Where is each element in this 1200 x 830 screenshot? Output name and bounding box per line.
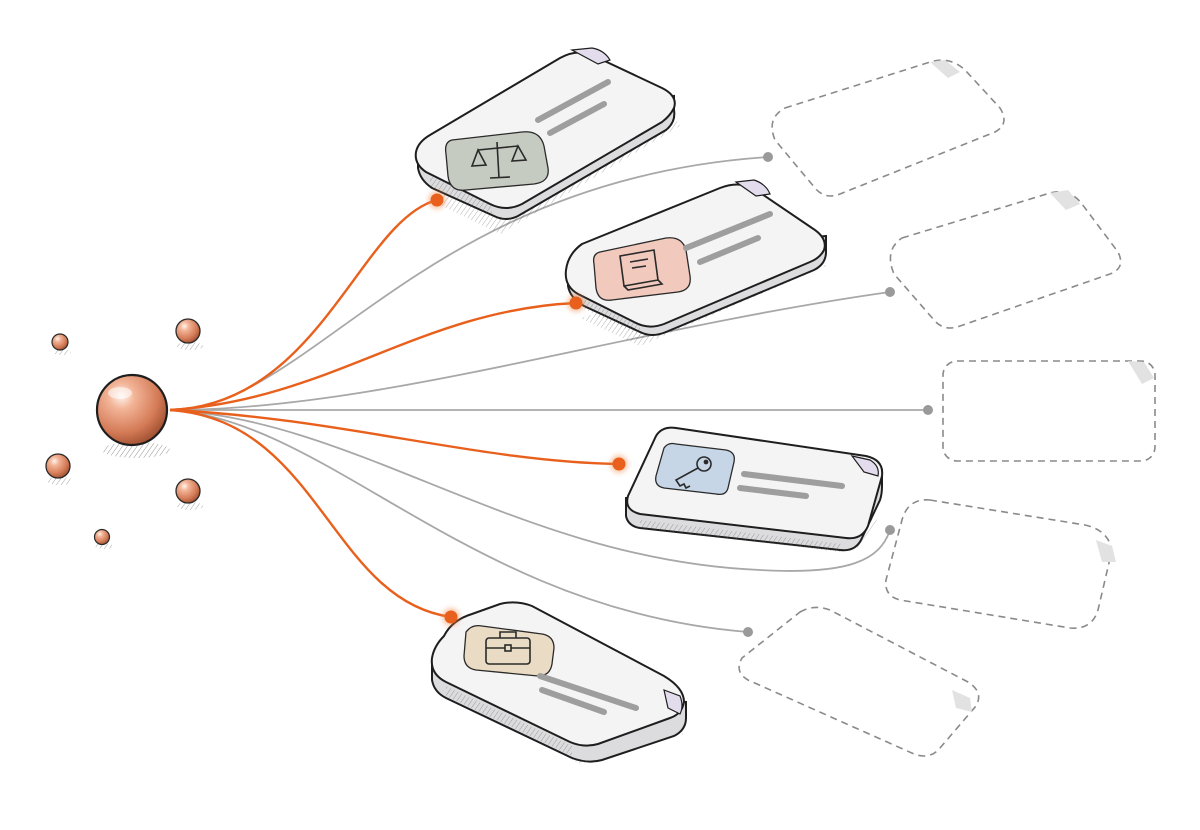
orb-node-icon[interactable] bbox=[95, 373, 170, 458]
corner-fold bbox=[1096, 540, 1116, 562]
corner-fold bbox=[569, 47, 611, 65]
briefcase-icon bbox=[485, 631, 531, 665]
corner-fold bbox=[1128, 361, 1154, 384]
endpoint-dot bbox=[885, 525, 895, 535]
card-icon-tile bbox=[444, 131, 549, 191]
connection-line-scales bbox=[169, 198, 438, 412]
book-icon bbox=[619, 249, 664, 291]
satellite-orbs bbox=[45, 318, 203, 549]
endpoint-dot bbox=[923, 405, 933, 415]
card-text-line bbox=[539, 687, 607, 715]
inactive-endpoints bbox=[743, 152, 933, 637]
card-key[interactable] bbox=[625, 426, 884, 552]
endpoint-dot bbox=[763, 152, 773, 162]
card-text-line bbox=[683, 211, 773, 251]
small-orb-icon bbox=[175, 318, 203, 350]
card-book[interactable] bbox=[564, 179, 827, 346]
card-briefcase[interactable] bbox=[430, 601, 687, 764]
connection-line-book bbox=[169, 301, 577, 412]
connection-line-briefcase bbox=[169, 408, 452, 619]
card-text-line bbox=[737, 485, 809, 499]
card-scales[interactable] bbox=[414, 47, 680, 234]
corner-fold bbox=[850, 455, 879, 477]
placeholder-card[interactable] bbox=[942, 360, 1156, 462]
small-orb-icon bbox=[45, 453, 73, 485]
card-text-line bbox=[547, 101, 607, 136]
corner-fold bbox=[663, 689, 683, 715]
connection-line-placeholder-4 bbox=[169, 409, 891, 572]
connection-line-placeholder-5 bbox=[169, 409, 749, 633]
active-endpoint-dot[interactable] bbox=[610, 455, 628, 473]
active-endpoints bbox=[428, 191, 628, 626]
endpoint-dot bbox=[743, 627, 753, 637]
inactive-connections bbox=[169, 156, 928, 633]
placeholder-card[interactable] bbox=[884, 499, 1116, 629]
placeholder-card[interactable] bbox=[771, 59, 1005, 197]
corner-fold bbox=[952, 690, 972, 712]
card-text-line bbox=[535, 79, 611, 123]
card-text-line bbox=[741, 471, 845, 489]
scales-icon bbox=[470, 141, 528, 179]
corner-fold bbox=[930, 60, 960, 78]
active-endpoint-dot[interactable] bbox=[442, 608, 460, 626]
card-text-line bbox=[537, 673, 639, 711]
corner-fold bbox=[1050, 190, 1080, 210]
active-endpoint-dot[interactable] bbox=[567, 294, 585, 312]
active-endpoint-dot[interactable] bbox=[428, 191, 446, 209]
small-orb-icon bbox=[51, 333, 71, 355]
key-icon bbox=[674, 456, 712, 490]
small-orb-icon bbox=[175, 478, 203, 510]
corner-fold bbox=[734, 179, 771, 197]
placeholder-cards bbox=[738, 59, 1156, 757]
card-icon-tile bbox=[592, 237, 691, 301]
connection-line-key bbox=[169, 408, 620, 466]
placeholder-card[interactable] bbox=[889, 190, 1122, 329]
placeholder-card[interactable] bbox=[738, 606, 980, 757]
connection-line-placeholder-2 bbox=[169, 291, 891, 411]
small-orb-icon bbox=[93, 528, 113, 549]
card-text-line bbox=[697, 235, 761, 265]
endpoint-dot bbox=[885, 287, 895, 297]
active-connections bbox=[169, 198, 620, 619]
